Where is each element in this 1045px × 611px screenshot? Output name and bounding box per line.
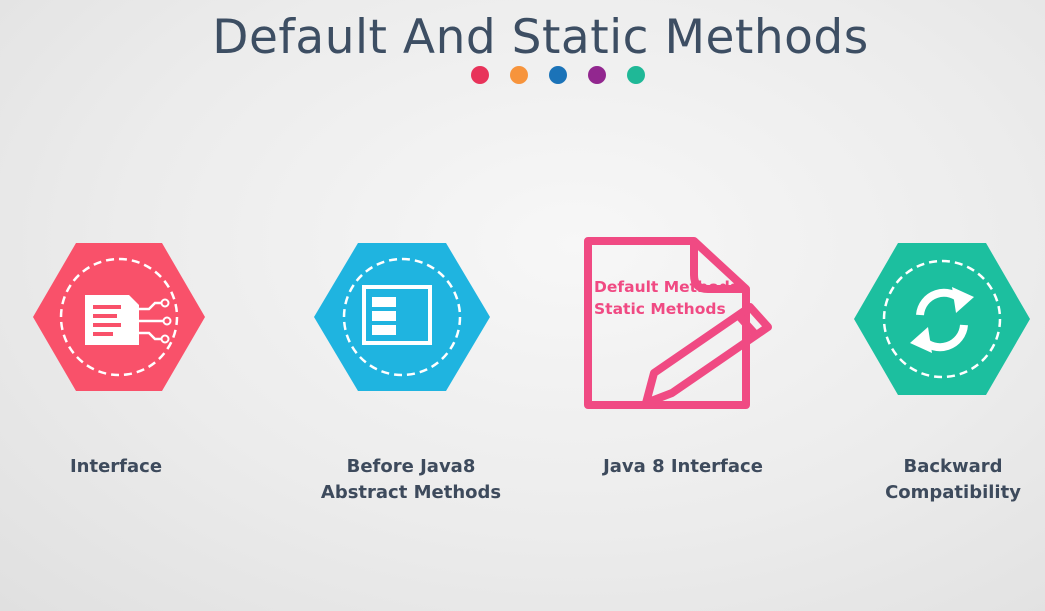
- java8-document-icon: Default Methods Static Methods: [584, 237, 772, 409]
- doc-line-2: Static Methods: [594, 300, 726, 318]
- before-java8-label-line-1: Before Java8: [346, 456, 476, 477]
- refresh-arrows-icon: [910, 287, 974, 353]
- dot-5: [627, 66, 645, 84]
- dot-3: [549, 66, 567, 84]
- before-java8-label-line-2: Abstract Methods: [320, 482, 502, 503]
- dot-2: [510, 66, 528, 84]
- interface-hexagon: [33, 243, 205, 391]
- list-window-icon: [362, 285, 432, 345]
- before-java8-hexagon: [314, 243, 490, 391]
- dot-1: [471, 66, 489, 84]
- java8-interface-label-line-1: Java 8 Interface: [603, 456, 763, 477]
- dot-4: [588, 66, 606, 84]
- backward-compat-label-line-1: Backward: [903, 456, 1003, 477]
- doc-line-1: Default Methods: [594, 278, 739, 296]
- document-circuit-icon: [85, 295, 172, 345]
- interface-label-line-1: Interface: [69, 456, 163, 477]
- page-title: Default And Static Methods: [212, 10, 869, 65]
- decorative-dots: [471, 66, 645, 84]
- backward-compat-hexagon: [854, 243, 1030, 395]
- java8-interface-label: Java 8 Interface: [583, 454, 783, 480]
- backward-compat-label-line-2: Compatibility: [885, 482, 1021, 503]
- backward-compat-label: Backward Compatibility: [867, 454, 1039, 506]
- interface-label: Interface: [36, 454, 196, 480]
- pencil-icon: [642, 303, 772, 407]
- before-java8-label: Before Java8 Abstract Methods: [301, 454, 521, 506]
